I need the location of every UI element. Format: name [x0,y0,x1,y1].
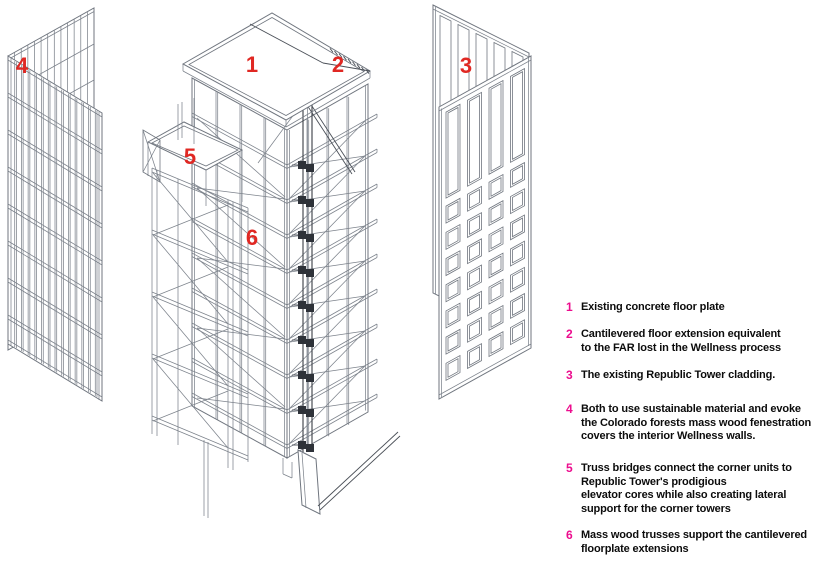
legend-item-text: The existing Republic Tower cladding. [581,369,776,381]
diagram-marker-2: 2 [331,52,345,77]
legend-item: 6 Mass wood trusses support the cantilev… [566,528,818,556]
diagram-marker-4: 4 [15,53,29,78]
legend-item-text: Truss bridges connect the corner units t… [581,462,792,515]
diagram-marker-6: 6 [245,225,259,250]
legend-item-number: 3 [566,368,573,382]
legend-item-text: Existing concrete floor plate [581,301,725,313]
legend-item-number: 1 [566,300,573,314]
main-tower-left-face [191,77,304,459]
legend-item-number: 4 [566,402,573,416]
diagram-marker-1: 1 [245,52,259,77]
legend-item: 5 Truss bridges connect the corner units… [566,461,818,516]
legend-item: 4 Both to use sustainable material and e… [566,402,818,444]
tower3-front-cladding [438,55,532,400]
legend-item-number: 2 [566,327,573,341]
legend-item: 3 The existing Republic Tower cladding. [566,368,818,383]
legend-item-number: 6 [566,528,573,542]
legend-item-text: Mass wood trusses support the cantilever… [581,529,807,555]
legend-item-text: Cantilevered floor extension equivalent … [581,328,781,354]
diagram-marker-3: 3 [459,53,473,78]
tower4-front-wall [7,55,103,402]
legend-item: 1 Existing concrete floor plate [566,300,818,315]
legend-item-number: 5 [566,461,573,475]
core-column [292,95,356,452]
truss-bridge [142,98,249,518]
tower-base [282,431,401,515]
legend-item-text: Both to use sustainable material and evo… [581,403,812,442]
diagram-marker-5: 5 [183,144,197,169]
roof-slab [181,12,371,128]
legend-item: 2 Cantilevered floor extension equivalen… [566,327,818,355]
